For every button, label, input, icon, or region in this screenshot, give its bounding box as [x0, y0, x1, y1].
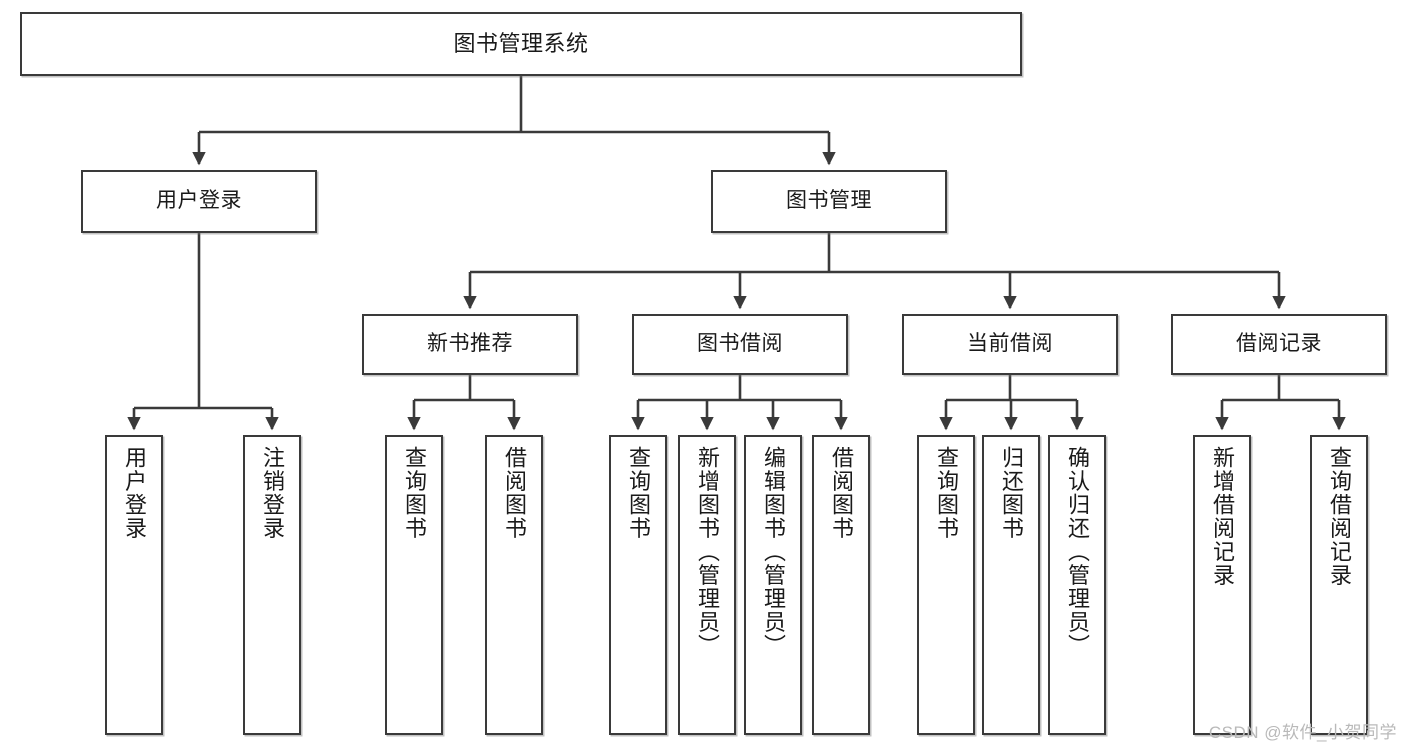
- leaf-borrow-book[interactable]: 借阅图书: [812, 435, 870, 735]
- leaf-add-borrow-record[interactable]: 新增借阅记录: [1193, 435, 1251, 735]
- leaf-query-book-recommend[interactable]: 查询图书: [385, 435, 443, 735]
- node-label: 确认归还（管理员）: [1065, 446, 1090, 658]
- node-label: 用户登录: [156, 189, 242, 213]
- leaf-logout-login[interactable]: 注销登录: [243, 435, 301, 735]
- node-label: 图书管理系统: [453, 31, 589, 57]
- node-book-manage[interactable]: 图书管理: [711, 170, 947, 233]
- node-label: 查询图书: [626, 446, 651, 540]
- node-current-borrow[interactable]: 当前借阅: [902, 314, 1118, 375]
- node-label: 借阅图书: [829, 446, 854, 540]
- leaf-borrow-book-recommend[interactable]: 借阅图书: [485, 435, 543, 735]
- node-root-system[interactable]: 图书管理系统: [20, 12, 1022, 76]
- node-label: 新书推荐: [427, 332, 513, 356]
- node-label: 归还图书: [999, 446, 1024, 540]
- node-label: 注销登录: [260, 446, 285, 540]
- leaf-confirm-return-admin[interactable]: 确认归还（管理员）: [1048, 435, 1106, 735]
- node-user-login[interactable]: 用户登录: [81, 170, 317, 233]
- node-label: 编辑图书（管理员）: [761, 446, 786, 658]
- leaf-edit-book-admin[interactable]: 编辑图书（管理员）: [744, 435, 802, 735]
- leaf-add-book-admin[interactable]: 新增图书（管理员）: [678, 435, 736, 735]
- leaf-query-book-current[interactable]: 查询图书: [917, 435, 975, 735]
- node-borrow-record[interactable]: 借阅记录: [1171, 314, 1387, 375]
- node-label: 借阅记录: [1236, 332, 1322, 356]
- leaf-query-book-borrow[interactable]: 查询图书: [609, 435, 667, 735]
- node-label: 借阅图书: [502, 446, 527, 540]
- node-label: 新增借阅记录: [1210, 446, 1235, 587]
- leaf-user-login[interactable]: 用户登录: [105, 435, 163, 735]
- node-book-borrow[interactable]: 图书借阅: [632, 314, 848, 375]
- leaf-query-borrow-record[interactable]: 查询借阅记录: [1310, 435, 1368, 735]
- node-label: 当前借阅: [967, 332, 1053, 356]
- node-label: 图书借阅: [697, 332, 783, 356]
- node-label: 查询图书: [402, 446, 427, 540]
- node-label: 查询借阅记录: [1327, 446, 1352, 587]
- node-label: 图书管理: [786, 189, 872, 213]
- csdn-watermark: CSDN @软件_小贺同学: [1208, 723, 1397, 742]
- node-label: 用户登录: [122, 446, 147, 540]
- node-new-book-recommend[interactable]: 新书推荐: [362, 314, 578, 375]
- node-label: 新增图书（管理员）: [695, 446, 720, 658]
- node-label: 查询图书: [934, 446, 959, 540]
- leaf-return-book[interactable]: 归还图书: [982, 435, 1040, 735]
